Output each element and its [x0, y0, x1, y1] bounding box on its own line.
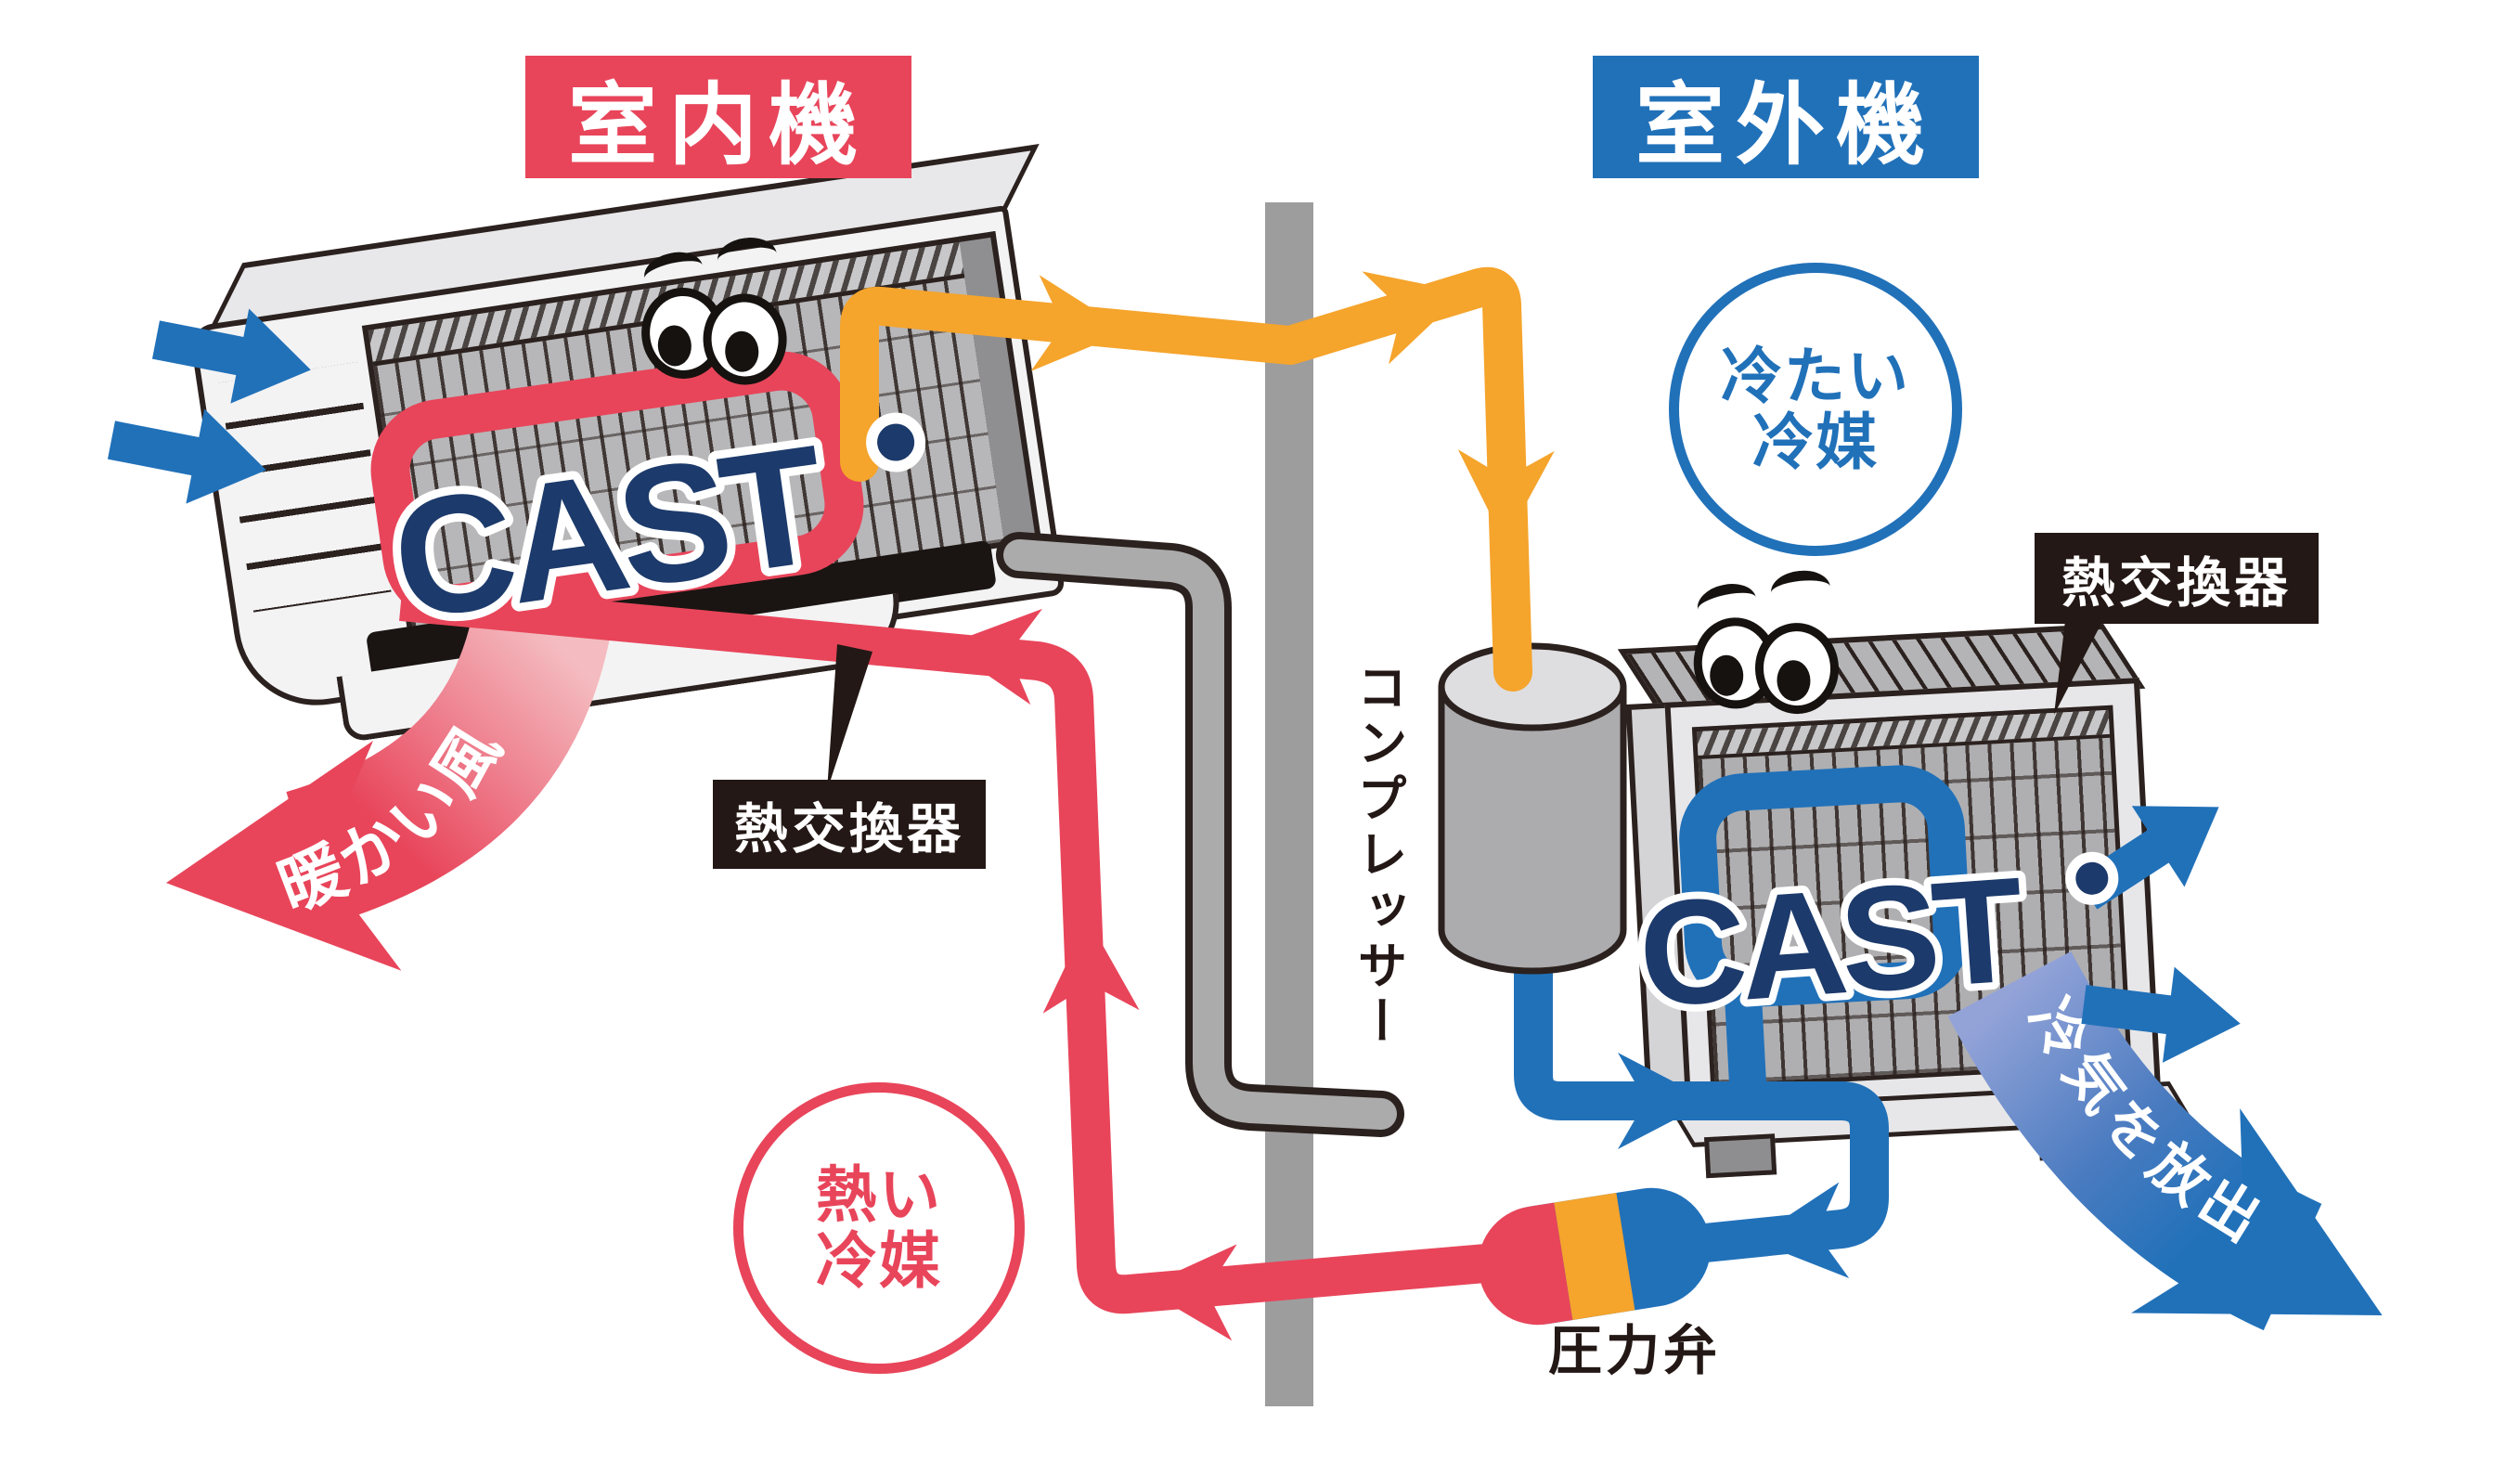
compressor: [1438, 642, 1627, 975]
indoor-unit-googly-eyes: [635, 234, 800, 391]
indoor-unit-title-text: 室内機: [568, 75, 869, 175]
pressure-valve: [1478, 1187, 1712, 1326]
exit-arrow-icon: [2060, 766, 2245, 934]
callout-pointer: [2054, 613, 2107, 715]
cold-refrigerant-pipe: [1514, 765, 1971, 1288]
outdoor-unit-title-text: 室外機: [1635, 75, 1936, 175]
wall-conduit-pipe: [996, 532, 1404, 1137]
pressure-valve-label: 圧力弁: [1548, 1321, 1722, 1381]
outdoor-unit-title: 室外機: [1593, 56, 1979, 178]
wall-divider: [1265, 202, 1313, 1406]
eyebrow-icon: [1769, 567, 1833, 613]
eyebrow-icon: [715, 234, 780, 279]
hot-refrigerant-pipe: [370, 351, 1498, 1341]
compressor-label: コンプレッサー: [1350, 661, 1405, 1051]
cold-refrigerant-circle: 冷たい 冷媒: [1669, 263, 1962, 556]
callout-pointer: [827, 644, 872, 791]
outdoor-unit-googly-eyes: [1690, 565, 1853, 719]
outdoor-coil: [1679, 765, 1971, 1111]
cold-refrigerant-line1: 冷たい: [1721, 341, 1910, 410]
indoor-heat-exchanger-callout: 熱交換器: [713, 780, 986, 869]
compressed-refrigerant-pipe: [840, 245, 1555, 692]
heat-exchanger-label: 熱交換器: [2061, 553, 2292, 614]
intake-arrow-icon: [147, 291, 320, 418]
heat-exchanger-label: 熱交換器: [733, 799, 964, 860]
air-intake-arrows: [102, 291, 320, 518]
hot-refrigerant-circle: 熱い 冷媒: [733, 1082, 1025, 1374]
cold-air-swoosh: 冷気を放出: [1947, 951, 2437, 1418]
hot-refrigerant-line1: 熱い: [816, 1159, 942, 1229]
intake-arrow-icon: [102, 392, 276, 518]
indoor-unit-title: 室内機: [525, 56, 911, 178]
cold-refrigerant-line2: 冷媒: [1752, 408, 1879, 476]
outdoor-heat-exchanger-callout: 熱交換器: [2035, 533, 2319, 624]
warm-air-swoosh: 暖かい風: [151, 603, 612, 998]
indoor-coil: [370, 351, 864, 624]
eye-icon: [1753, 621, 1841, 716]
hot-refrigerant-line2: 冷媒: [816, 1226, 942, 1295]
